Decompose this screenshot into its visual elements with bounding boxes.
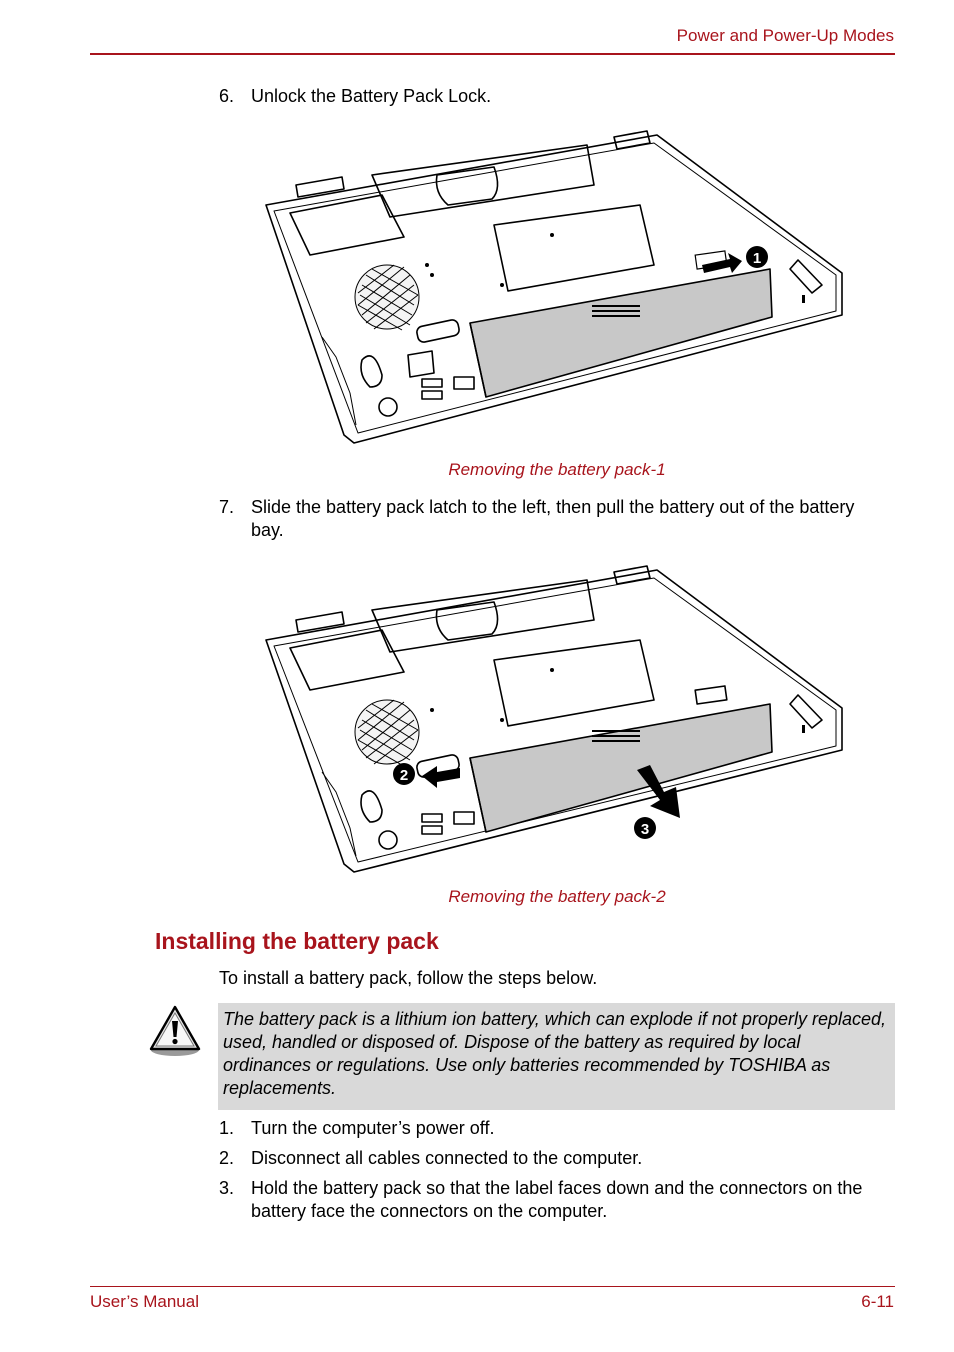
running-header: Power and Power-Up Modes	[676, 26, 894, 45]
step-number: 7.	[219, 497, 235, 517]
marker-2: 2	[400, 767, 408, 784]
footer-manual-title: User’s Manual	[90, 1292, 199, 1311]
step-number: 2.	[219, 1148, 235, 1168]
step-number: 1.	[219, 1118, 235, 1138]
step-6: 6. Unlock the Battery Pack Lock.	[219, 85, 899, 109]
warning-note: The battery pack is a lithium ion batter…	[218, 1003, 895, 1110]
header-rule	[90, 53, 895, 55]
step-1: 1. Turn the computer’s power off.	[219, 1117, 899, 1141]
page-number: 6-11	[861, 1292, 894, 1311]
step-7: 7. Slide the battery pack latch to the l…	[219, 496, 899, 544]
section-heading: Installing the battery pack	[155, 928, 439, 954]
warning-icon	[149, 1005, 201, 1056]
section-intro: To install a battery pack, follow the st…	[219, 968, 598, 988]
step-number: 3.	[219, 1178, 235, 1198]
marker-3: 3	[641, 821, 649, 838]
step-3: 3. Hold the battery pack so that the lab…	[219, 1177, 899, 1225]
step-text: Hold the battery pack so that the label …	[251, 1178, 863, 1221]
laptop-illustration-2: 2 3	[265, 565, 843, 873]
footer-rule	[90, 1286, 895, 1287]
laptop-illustration-1: 1	[265, 130, 843, 444]
step-text: Turn the computer’s power off.	[251, 1118, 495, 1138]
warning-text: The battery pack is a lithium ion batter…	[223, 1009, 887, 1098]
step-text: Disconnect all cables connected to the c…	[251, 1148, 643, 1168]
figure-caption-2: Removing the battery pack-2	[448, 887, 666, 906]
step-text: Slide the battery pack latch to the left…	[251, 497, 855, 540]
figure-caption-1: Removing the battery pack-1	[448, 460, 666, 479]
marker-1: 1	[753, 250, 761, 267]
step-number: 6.	[219, 86, 235, 106]
step-2: 2. Disconnect all cables connected to th…	[219, 1147, 899, 1171]
step-text: Unlock the Battery Pack Lock.	[251, 86, 492, 106]
